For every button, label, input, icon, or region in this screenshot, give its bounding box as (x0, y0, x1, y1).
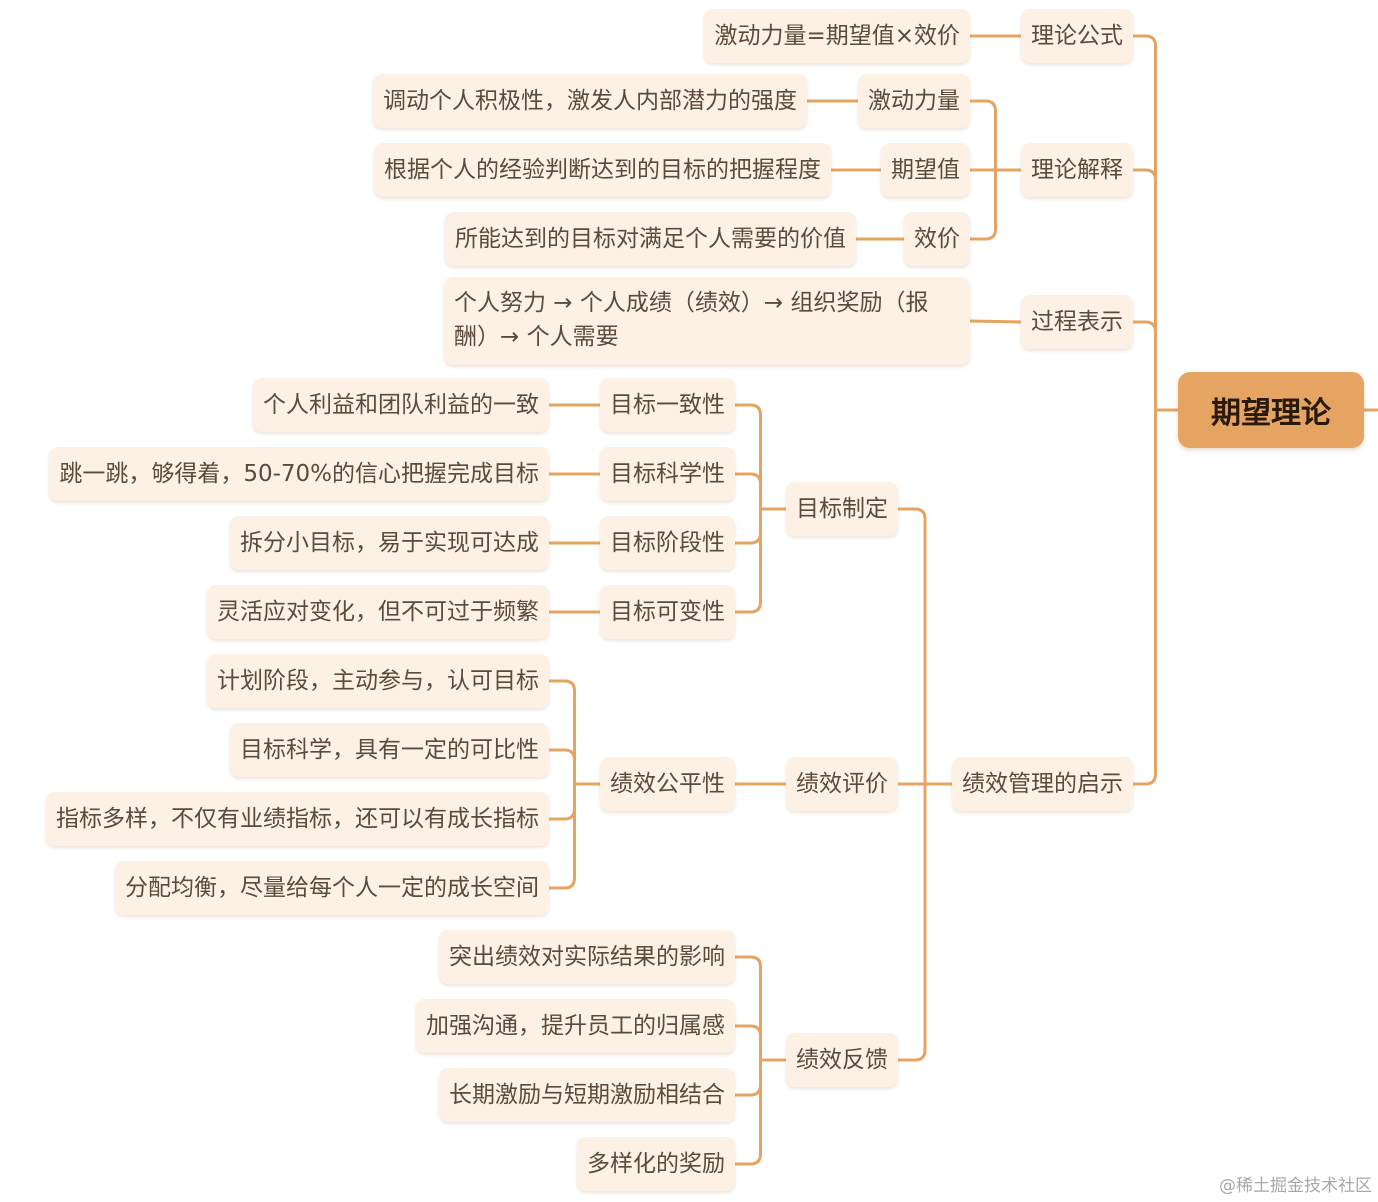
link-insight-2 (896, 782, 927, 1062)
node-formula[interactable]: 理论公式 (1021, 9, 1133, 63)
detail-goal-consistency[interactable]: 个人利益和团队利益的一致 (253, 378, 549, 432)
detail-process[interactable]: 个人努力 → 个人成绩（绩效）→ 组织奖励（报酬）→ 个人需要 (444, 277, 970, 365)
link-insight-0 (896, 507, 927, 786)
node-explain-motivation[interactable]: 激动力量 (858, 74, 970, 128)
link-fairness-1 (547, 748, 576, 786)
detail-goal-stage[interactable]: 拆分小目标，易于实现可达成 (230, 516, 549, 570)
detail-fairness-plan[interactable]: 计划阶段，主动参与，认可目标 (207, 654, 549, 708)
detail-goal-variable[interactable]: 灵活应对变化，但不可过于频繁 (207, 585, 549, 639)
detail-fairness-comparable[interactable]: 目标科学，具有一定的可比性 (230, 723, 549, 777)
detail-feedback-incentive[interactable]: 长期激励与短期激励相结合 (439, 1068, 735, 1122)
link-root-3 (1131, 408, 1157, 786)
detail-feedback-impact[interactable]: 突出绩效对实际结果的影响 (439, 930, 735, 984)
link-goal-0 (733, 403, 762, 511)
node-process[interactable]: 过程表示 (1021, 295, 1133, 349)
link-process (968, 319, 1023, 324)
detail-explain-valence[interactable]: 所能达到的目标对满足个人需要的价值 (445, 212, 856, 266)
node-goal-consistency[interactable]: 目标一致性 (600, 378, 735, 432)
link-feedback-0 (733, 955, 762, 1062)
link-explain-0 (968, 99, 997, 172)
link-root-1 (1131, 168, 1157, 412)
link-explain-2 (968, 168, 997, 241)
link-fairness-0 (547, 679, 576, 786)
node-goal-stage[interactable]: 目标阶段性 (600, 516, 735, 570)
link-goal-3 (733, 507, 762, 614)
link-root-0 (1131, 34, 1157, 412)
link-fairness-2 (547, 782, 576, 821)
watermark: @稀土掘金技术社区 (1219, 1176, 1372, 1196)
node-goal-variable[interactable]: 目标可变性 (600, 585, 735, 639)
node-explain-valence[interactable]: 效价 (904, 212, 970, 266)
link-goal-2 (733, 507, 762, 545)
node-explain[interactable]: 理论解释 (1021, 143, 1133, 197)
link-feedback-1 (733, 1024, 762, 1062)
node-goal[interactable]: 目标制定 (786, 482, 898, 536)
node-goal-scientific[interactable]: 目标科学性 (600, 447, 735, 501)
detail-feedback-rewards[interactable]: 多样化的奖励 (577, 1137, 735, 1191)
detail-fairness-indicators[interactable]: 指标多样，不仅有业绩指标，还可以有成长指标 (46, 792, 549, 846)
node-feedback[interactable]: 绩效反馈 (786, 1033, 898, 1087)
link-feedback-3 (733, 1058, 762, 1166)
link-goal-1 (733, 472, 762, 511)
detail-explain-expectancy[interactable]: 根据个人的经验判断达到的目标的把握程度 (374, 143, 831, 197)
link-feedback-2 (733, 1058, 762, 1097)
node-explain-expectancy[interactable]: 期望值 (881, 143, 970, 197)
root-node[interactable]: 期望理论 (1178, 372, 1364, 448)
detail-explain-motivation[interactable]: 调动个人积极性，激发人内部潜力的强度 (373, 74, 807, 128)
detail-goal-scientific[interactable]: 跳一跳，够得着，50-70%的信心把握完成目标 (49, 447, 549, 501)
node-eval-fairness[interactable]: 绩效公平性 (600, 757, 735, 811)
detail-formula[interactable]: 激动力量=期望值×效价 (704, 9, 970, 63)
node-insight[interactable]: 绩效管理的启示 (952, 757, 1133, 811)
link-fairness-3 (547, 782, 576, 890)
detail-feedback-communication[interactable]: 加强沟通，提升员工的归属感 (416, 999, 735, 1053)
detail-fairness-balance[interactable]: 分配均衡，尽量给每个人一定的成长空间 (115, 861, 549, 915)
node-eval[interactable]: 绩效评价 (786, 757, 898, 811)
link-root-2 (1131, 320, 1157, 412)
